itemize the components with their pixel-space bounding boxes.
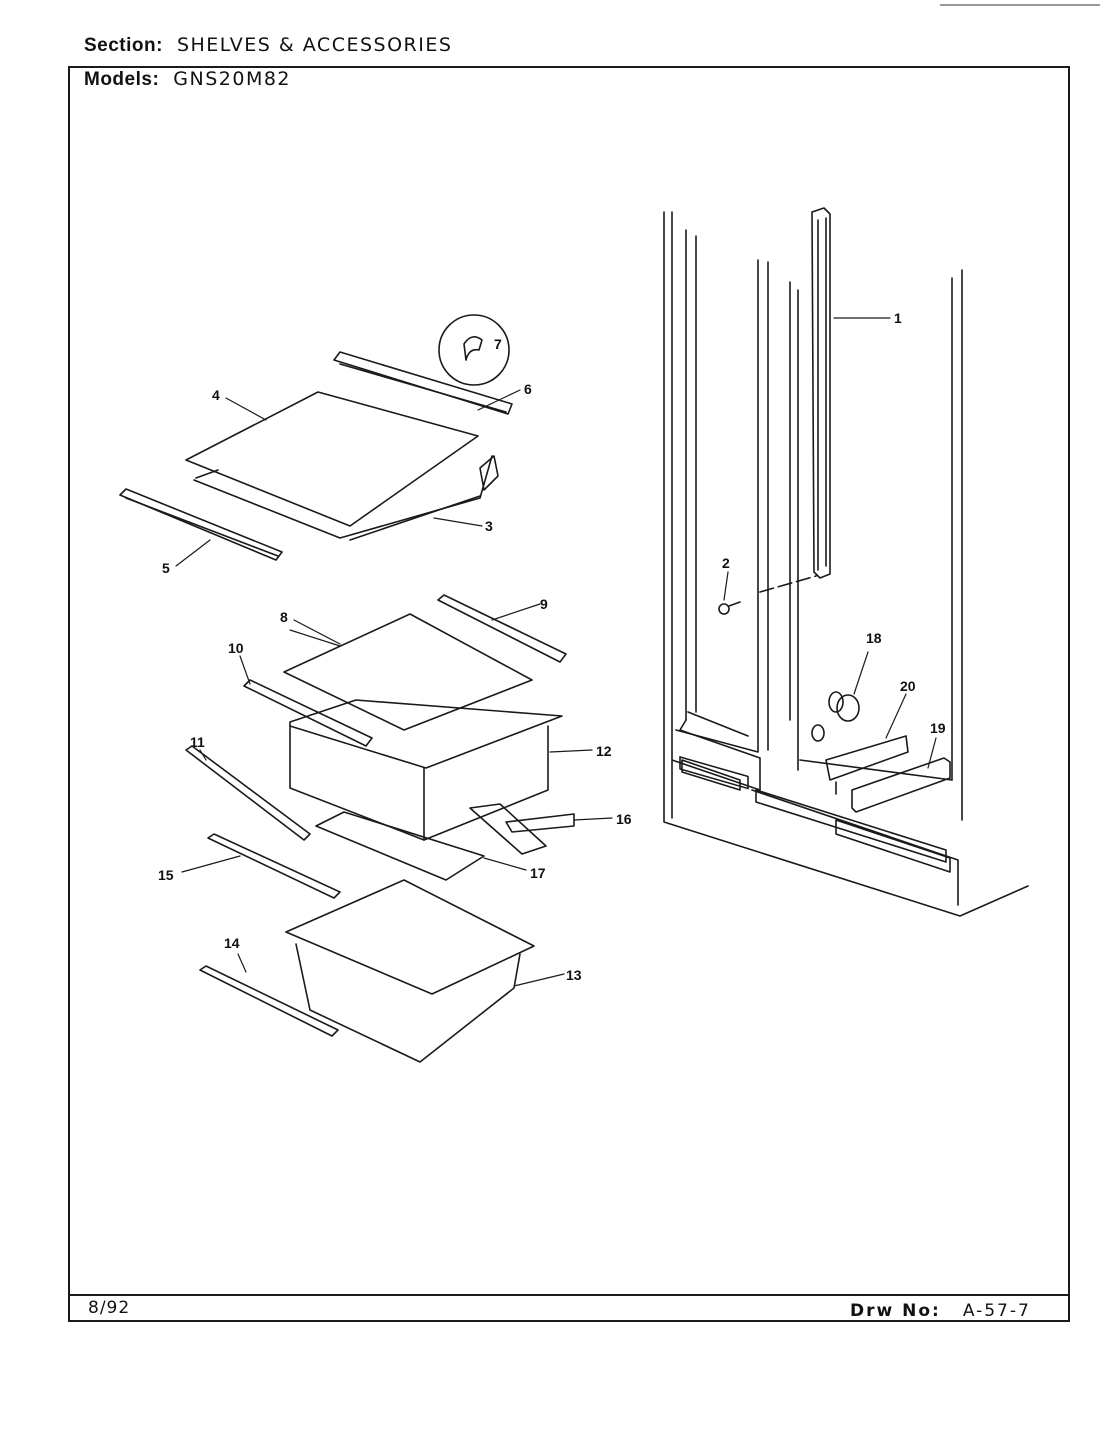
section-label: Section: — [84, 35, 163, 56]
callout-16: 16 — [616, 811, 632, 827]
callout-1: 1 — [894, 310, 902, 326]
callout-6: 6 — [524, 381, 532, 397]
callout-11: 11 — [190, 734, 205, 750]
callout-4: 4 — [212, 387, 220, 403]
callout-19: 19 — [930, 720, 946, 736]
callout-18: 18 — [866, 630, 882, 646]
footer-divider — [68, 1294, 1070, 1296]
drawing-frame — [68, 66, 1070, 1322]
top-edge-line — [940, 4, 1100, 6]
callout-2: 2 — [722, 555, 730, 571]
callout-9: 9 — [540, 596, 548, 612]
section-header: Section: SHELVES & ACCESSORIES — [84, 34, 452, 57]
models-value: GNS20M82 — [173, 68, 292, 90]
leader-lines — [175, 317, 937, 987]
drawing-label: Drw No: — [850, 1301, 941, 1321]
models-header: Models: GNS20M82 — [84, 68, 291, 91]
drawing-number: Drw No: A-57-7 — [850, 1301, 1031, 1321]
callout-12: 12 — [596, 743, 612, 759]
callout-5: 5 — [162, 560, 170, 576]
callout-17: 17 — [530, 865, 546, 881]
cabinet-drawing — [663, 207, 1029, 917]
callout-15: 15 — [158, 867, 174, 883]
crisper-drawing — [185, 594, 575, 1063]
callout-3: 3 — [485, 518, 493, 534]
callout-numbers: 1 2 3 4 5 6 7 8 9 10 11 12 13 14 15 16 1… — [158, 310, 946, 983]
callout-7: 7 — [494, 336, 502, 352]
callout-13: 13 — [566, 967, 582, 983]
callout-14: 14 — [224, 935, 240, 951]
footer-date: 8/92 — [88, 1298, 131, 1318]
callout-20: 20 — [900, 678, 916, 694]
callout-8: 8 — [280, 609, 288, 625]
top-shelf-drawing — [119, 314, 513, 561]
models-label: Models: — [84, 69, 160, 90]
callout-10: 10 — [228, 640, 244, 656]
section-value: SHELVES & ACCESSORIES — [176, 34, 453, 56]
drawing-value: A-57-7 — [962, 1301, 1031, 1321]
